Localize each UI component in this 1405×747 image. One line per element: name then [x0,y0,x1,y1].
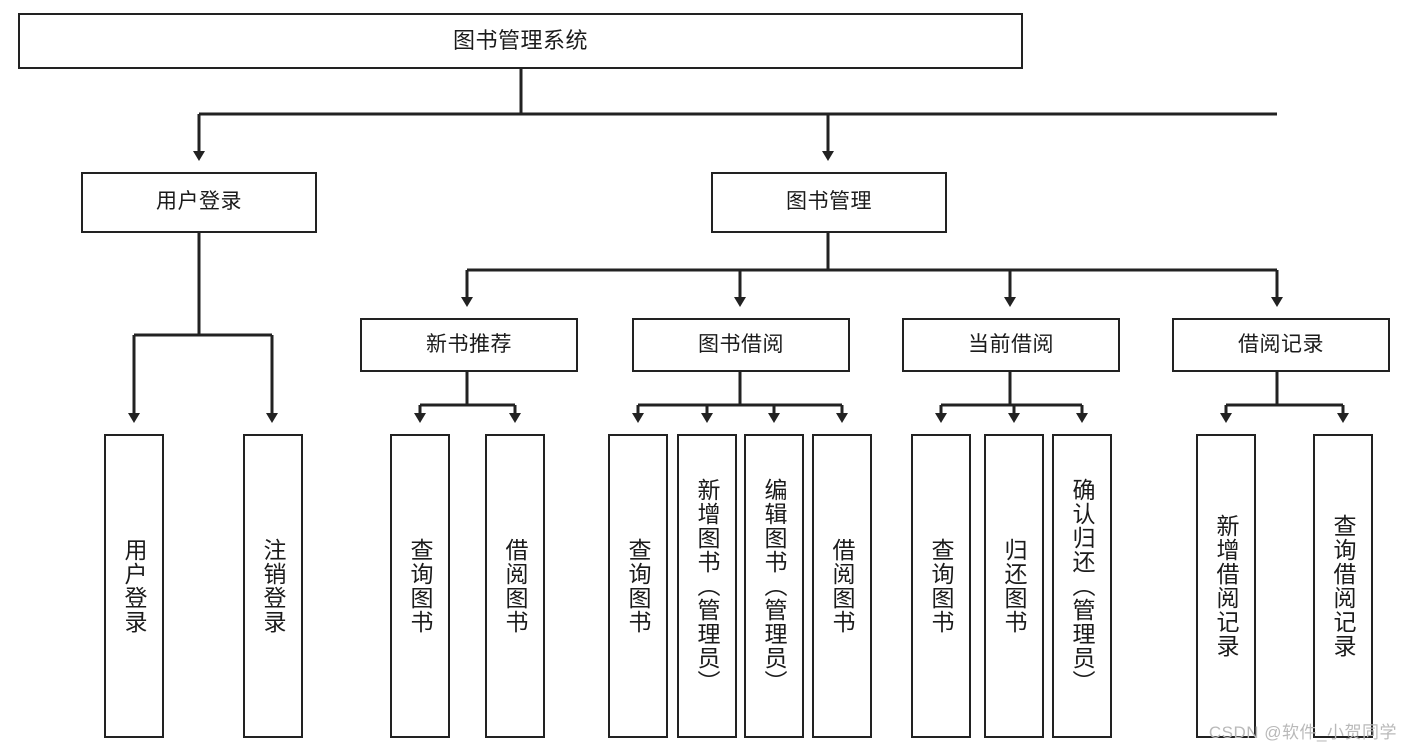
node-leaf-query-book-3-label: 查询图书 [928,538,955,634]
node-leaf-add-book[interactable]: 新增图书（管理员） [677,434,737,738]
node-leaf-query-record[interactable]: 查询借阅记录 [1313,434,1373,738]
node-leaf-user-login[interactable]: 用户登录 [104,434,164,738]
node-leaf-return-book-label: 归还图书 [1001,538,1028,634]
node-leaf-add-book-label: 新增图书（管理员） [694,478,721,694]
node-book-borrow[interactable]: 图书借阅 [632,318,850,372]
node-leaf-query-record-label: 查询借阅记录 [1330,514,1357,658]
node-root[interactable]: 图书管理系统 [18,13,1023,69]
node-leaf-edit-book[interactable]: 编辑图书（管理员） [744,434,804,738]
node-leaf-query-book-2[interactable]: 查询图书 [608,434,668,738]
node-borrow-record[interactable]: 借阅记录 [1172,318,1390,372]
node-leaf-borrow-book-2[interactable]: 借阅图书 [812,434,872,738]
node-current-borrow[interactable]: 当前借阅 [902,318,1120,372]
node-leaf-query-book-1[interactable]: 查询图书 [390,434,450,738]
node-leaf-query-book-2-label: 查询图书 [625,538,652,634]
node-new-book-recommend[interactable]: 新书推荐 [360,318,578,372]
node-leaf-borrow-book-1[interactable]: 借阅图书 [485,434,545,738]
node-leaf-confirm-return-label: 确认归还（管理员） [1069,478,1096,694]
node-root-label: 图书管理系统 [452,28,588,54]
node-leaf-user-logout[interactable]: 注销登录 [243,434,303,738]
node-leaf-query-book-1-label: 查询图书 [407,538,434,634]
node-user-login[interactable]: 用户登录 [81,172,317,233]
node-leaf-user-login-label: 用户登录 [121,538,148,634]
node-current-borrow-label: 当前借阅 [968,332,1054,356]
node-new-book-recommend-label: 新书推荐 [426,332,512,356]
node-leaf-confirm-return[interactable]: 确认归还（管理员） [1052,434,1112,738]
csdn-watermark: CSDN @软件_小贺同学 [1208,723,1397,742]
node-leaf-add-record-label: 新增借阅记录 [1213,514,1240,658]
node-borrow-record-label: 借阅记录 [1238,332,1324,356]
node-book-manage-label: 图书管理 [786,190,872,214]
node-book-borrow-label: 图书借阅 [698,332,784,356]
node-leaf-add-record[interactable]: 新增借阅记录 [1196,434,1256,738]
node-user-login-label: 用户登录 [156,190,242,214]
node-leaf-borrow-book-2-label: 借阅图书 [829,538,856,634]
node-leaf-user-logout-label: 注销登录 [260,538,287,634]
node-leaf-return-book[interactable]: 归还图书 [984,434,1044,738]
node-leaf-query-book-3[interactable]: 查询图书 [911,434,971,738]
node-leaf-edit-book-label: 编辑图书（管理员） [761,478,788,694]
node-book-manage[interactable]: 图书管理 [711,172,947,233]
node-leaf-borrow-book-1-label: 借阅图书 [502,538,529,634]
